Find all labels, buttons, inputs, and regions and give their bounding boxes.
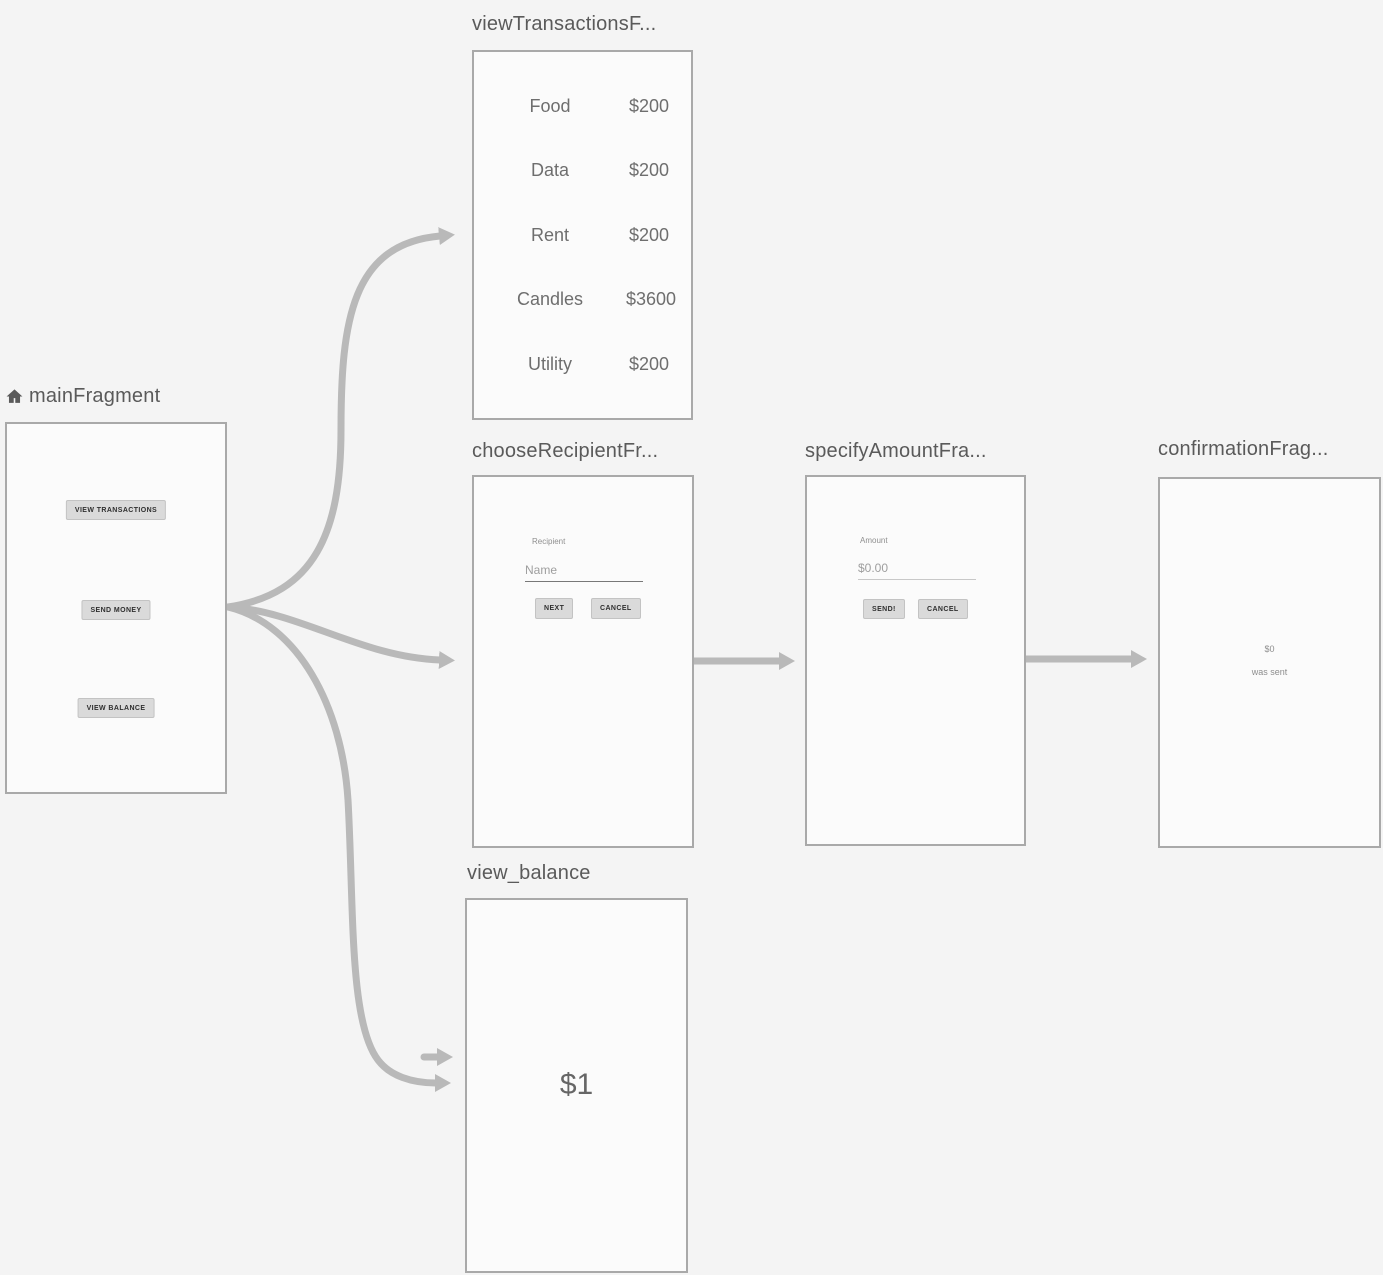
transaction-row: Data $200 <box>474 160 691 181</box>
amount-input-underline <box>858 579 976 580</box>
amount-input: $0.00 <box>858 561 889 575</box>
action-arrow-main-to-view-transactions[interactable] <box>224 227 455 611</box>
send-money-button: SEND MONEY <box>81 600 151 620</box>
transaction-amount: $3600 <box>626 289 677 309</box>
fragment-card-specify-amount[interactable]: Amount $0.00 SEND! CANCEL <box>805 475 1026 846</box>
action-arrow-main-to-view-balance[interactable] <box>224 603 451 1092</box>
view-transactions-button: VIEW TRANSACTIONS <box>65 500 167 520</box>
transaction-list: Food $200 Data $200 Rent $200 Candles $3… <box>474 52 691 418</box>
recipient-field-label: Recipient <box>532 537 566 546</box>
home-icon <box>6 389 23 403</box>
transaction-row: Candles $3600 <box>474 289 691 310</box>
transaction-label: Data <box>530 160 570 180</box>
transaction-amount: $200 <box>628 224 669 245</box>
recipient-input-underline <box>525 581 643 582</box>
transaction-label: Rent <box>530 224 570 245</box>
transaction-label: Candles <box>516 289 584 309</box>
transaction-label: Food <box>529 95 571 116</box>
fragment-title-label: confirmationFrag... <box>1158 438 1329 460</box>
fragment-card-main[interactable]: VIEW TRANSACTIONS SEND MONEY VIEW BALANC… <box>5 422 227 794</box>
fragment-card-confirmation[interactable]: $0 was sent <box>1158 477 1381 848</box>
fragment-card-choose-recipient[interactable]: Recipient Name NEXT CANCEL <box>472 475 694 848</box>
transaction-amount: $200 <box>628 353 669 374</box>
balance-amount-text: $1 <box>559 1068 594 1101</box>
fragment-title-confirmation[interactable]: confirmationFrag... <box>1158 438 1329 461</box>
transaction-amount: $200 <box>628 160 669 180</box>
fragment-title-view-balance[interactable]: view_balance <box>467 862 591 885</box>
cancel-button: CANCEL <box>918 599 968 619</box>
next-button: NEXT <box>535 598 574 619</box>
transaction-row: Utility $200 <box>474 354 691 375</box>
action-arrow-main-to-choose-recipient[interactable] <box>224 603 455 669</box>
cancel-button: CANCEL <box>591 598 641 619</box>
fragment-card-view-balance[interactable]: $1 <box>465 898 688 1273</box>
transaction-row: Rent $200 <box>474 225 691 246</box>
fragment-title-view-transactions[interactable]: viewTransactionsF... <box>472 13 656 36</box>
fragment-title-label: viewTransactionsF... <box>472 13 657 35</box>
confirmation-message-text: was sent <box>1251 667 1288 677</box>
recipient-name-input: Name <box>525 563 558 577</box>
confirmation-amount-text: $0 <box>1264 644 1275 654</box>
view-balance-button: VIEW BALANCE <box>77 698 155 718</box>
fragment-title-choose-recipient[interactable]: chooseRecipientFr... <box>472 440 658 463</box>
fragment-title-main[interactable]: mainFragment <box>5 385 160 408</box>
fragment-card-view-transactions[interactable]: Food $200 Data $200 Rent $200 Candles $3… <box>472 50 693 420</box>
transaction-row: Food $200 <box>474 96 691 117</box>
fragment-title-label: view_balance <box>467 862 591 884</box>
fragment-title-label: mainFragment <box>29 385 161 407</box>
fragment-title-specify-amount[interactable]: specifyAmountFra... <box>805 440 987 463</box>
fragment-title-label: chooseRecipientFr... <box>472 440 659 462</box>
send-button: SEND! <box>863 599 905 619</box>
amount-field-label: Amount <box>860 536 888 545</box>
transaction-label: Utility <box>528 353 572 374</box>
transaction-amount: $200 <box>628 95 669 116</box>
fragment-title-label: specifyAmountFra... <box>805 440 987 462</box>
